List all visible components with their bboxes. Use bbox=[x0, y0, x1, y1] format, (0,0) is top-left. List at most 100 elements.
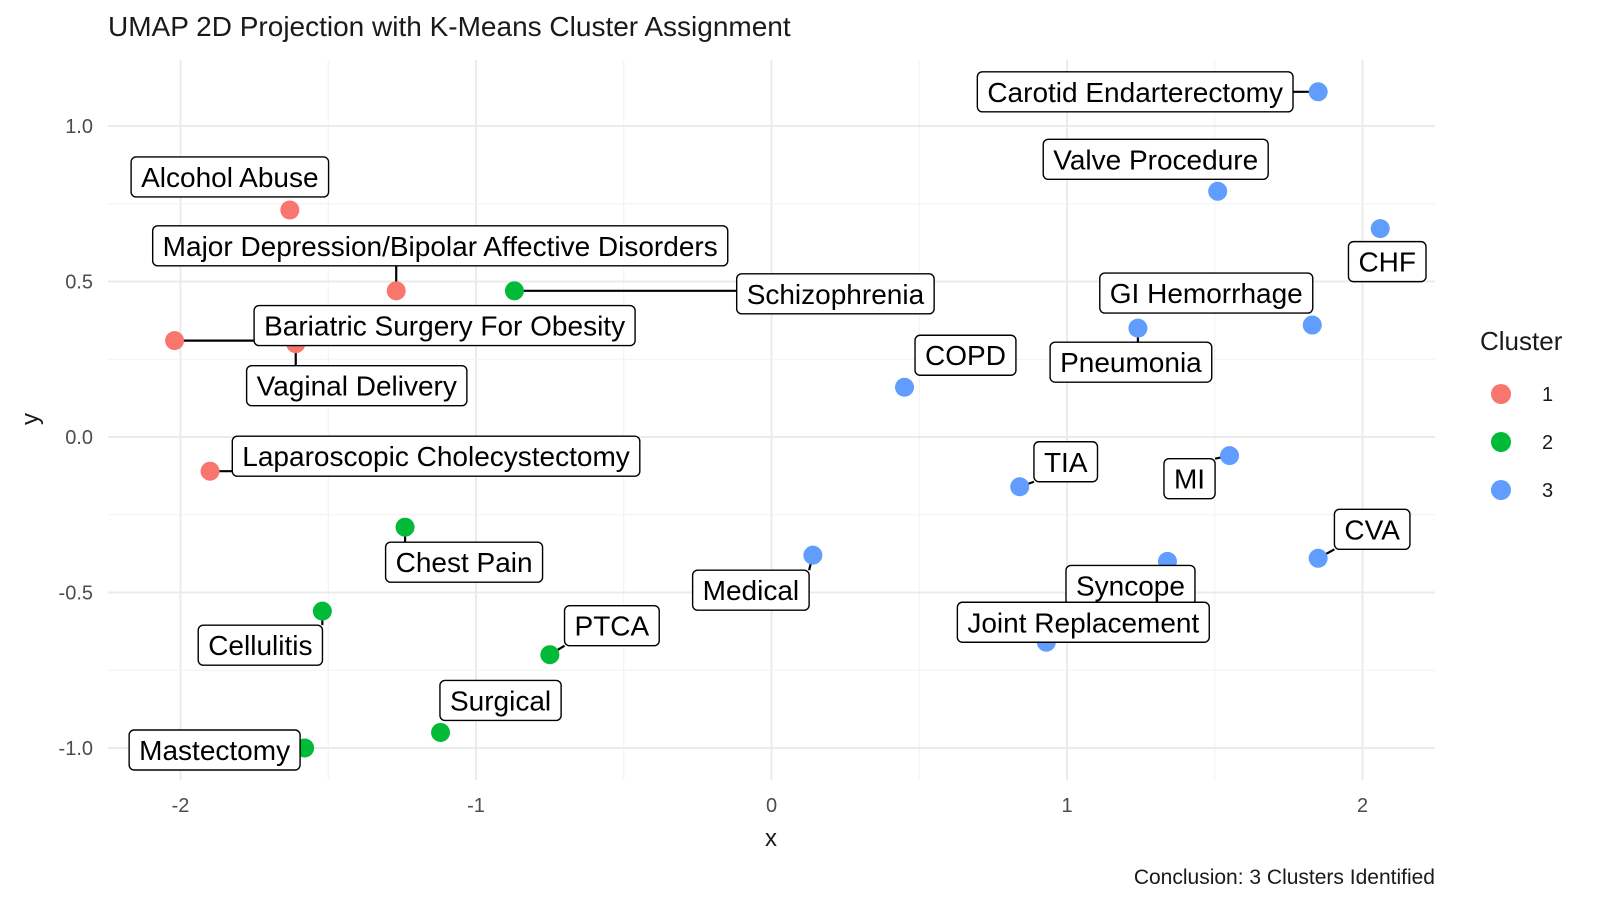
point-chf bbox=[1370, 219, 1390, 239]
point-bariatric-surgery-for-obesity bbox=[165, 331, 185, 351]
label-major-depression-bipolar-affective-disorders: Major Depression/Bipolar Affective Disor… bbox=[151, 225, 729, 267]
label-box bbox=[1333, 508, 1411, 550]
point-label-text: Schizophrenia bbox=[747, 279, 925, 310]
point-label-text: Cellulitis bbox=[208, 630, 312, 661]
x-tick-label: 2 bbox=[1357, 795, 1368, 817]
point-label-text: Valve Procedure bbox=[1053, 144, 1258, 175]
label-chest-pain: Chest Pain bbox=[384, 541, 544, 583]
label-box bbox=[384, 541, 544, 583]
label-surgical: Surgical bbox=[439, 679, 562, 722]
x-tick-label: -1 bbox=[467, 795, 485, 817]
label-box bbox=[130, 156, 330, 198]
label-mi: MI bbox=[1163, 457, 1216, 500]
x-tick-label: 0 bbox=[766, 795, 777, 817]
label-tia: TIA bbox=[1033, 441, 1099, 483]
label-laparoscopic-cholecystectomy: Laparoscopic Cholecystectomy bbox=[231, 435, 641, 477]
label-box bbox=[197, 624, 324, 666]
label-box bbox=[128, 729, 301, 771]
legend-label-2: 2 bbox=[1542, 432, 1553, 454]
label-vaginal-delivery: Vaginal Delivery bbox=[245, 365, 468, 407]
label-box bbox=[1049, 341, 1213, 383]
point-label-text: Syncope bbox=[1076, 570, 1185, 601]
point-pneumonia bbox=[1128, 318, 1148, 338]
label-mastectomy: Mastectomy bbox=[128, 729, 301, 771]
point-label-text: Bariatric Surgery For Obesity bbox=[264, 311, 625, 342]
point-label-text: TIA bbox=[1044, 447, 1088, 478]
label-schizophrenia: Schizophrenia bbox=[735, 273, 935, 315]
plot-grid bbox=[108, 60, 1435, 780]
point-label-text: MI bbox=[1174, 464, 1205, 495]
point-gi-hemorrhage bbox=[1302, 315, 1322, 335]
legend-title: Cluster bbox=[1480, 326, 1563, 356]
point-label-text: CVA bbox=[1344, 514, 1400, 545]
point-label-text: CHF bbox=[1358, 247, 1416, 278]
label-pneumonia: Pneumonia bbox=[1049, 341, 1213, 383]
label-box bbox=[1163, 457, 1216, 500]
legend-key-1 bbox=[1491, 384, 1511, 404]
label-box bbox=[976, 71, 1294, 113]
label-box bbox=[1033, 441, 1099, 483]
point-label-text: Vaginal Delivery bbox=[257, 371, 457, 402]
label-box bbox=[735, 273, 935, 315]
label-joint-replacement: Joint Replacement bbox=[956, 601, 1210, 643]
chart-title: UMAP 2D Projection with K-Means Cluster … bbox=[108, 11, 791, 42]
point-mi bbox=[1220, 446, 1240, 466]
point-major-depression-bipolar-affective-disorders bbox=[386, 281, 406, 301]
point-label-text: Medical bbox=[703, 575, 799, 606]
point-medical bbox=[803, 545, 823, 565]
label-box bbox=[231, 435, 641, 477]
legend-label-1: 1 bbox=[1542, 384, 1553, 406]
label-copd: COPD bbox=[914, 334, 1017, 376]
legend-key-3 bbox=[1491, 480, 1511, 500]
point-label-text: PTCA bbox=[575, 611, 650, 642]
label-box bbox=[563, 605, 660, 647]
label-gi-hemorrhage: GI Hemorrhage bbox=[1099, 272, 1314, 314]
label-box bbox=[691, 569, 810, 611]
point-label-text: Mastectomy bbox=[139, 735, 290, 766]
label-alcohol-abuse: Alcohol Abuse bbox=[130, 156, 330, 198]
label-box bbox=[1042, 138, 1269, 181]
label-box bbox=[1347, 240, 1427, 283]
label-box bbox=[914, 334, 1017, 376]
point-label-text: Major Depression/Bipolar Affective Disor… bbox=[163, 231, 718, 262]
label-box bbox=[1099, 272, 1314, 314]
point-label-text: Carotid Endarterectomy bbox=[987, 77, 1283, 108]
point-alcohol-abuse bbox=[280, 200, 300, 220]
label-medical: Medical bbox=[691, 569, 810, 611]
label-box bbox=[253, 304, 636, 347]
point-laparoscopic-cholecystectomy bbox=[200, 461, 220, 481]
x-tick-label: -2 bbox=[172, 795, 190, 817]
x-axis-title: x bbox=[765, 825, 777, 852]
y-tick-label: 0.0 bbox=[65, 427, 93, 449]
point-label-text: Surgical bbox=[450, 685, 551, 716]
point-surgical bbox=[431, 722, 451, 742]
y-tick-label: -0.5 bbox=[59, 583, 93, 605]
point-label-text: Pneumonia bbox=[1060, 347, 1202, 378]
y-tick-label: 1.0 bbox=[65, 116, 93, 138]
point-label-text: Laparoscopic Cholecystectomy bbox=[242, 441, 630, 472]
point-schizophrenia bbox=[504, 281, 524, 301]
label-box bbox=[439, 679, 562, 722]
y-axis-title: y bbox=[17, 413, 44, 425]
legend-label-3: 3 bbox=[1542, 480, 1553, 502]
label-box bbox=[151, 225, 729, 267]
label-chf: CHF bbox=[1347, 240, 1427, 283]
point-label-text: Alcohol Abuse bbox=[141, 162, 318, 193]
point-label-text: COPD bbox=[925, 340, 1006, 371]
x-tick-label: 1 bbox=[1061, 795, 1072, 817]
label-carotid-endarterectomy: Carotid Endarterectomy bbox=[976, 71, 1294, 113]
point-cellulitis bbox=[312, 601, 332, 621]
label-bariatric-surgery-for-obesity: Bariatric Surgery For Obesity bbox=[253, 304, 636, 347]
label-valve-procedure: Valve Procedure bbox=[1042, 138, 1269, 181]
point-valve-procedure bbox=[1208, 181, 1228, 201]
point-cva bbox=[1308, 548, 1328, 568]
label-cva: CVA bbox=[1333, 508, 1411, 550]
point-label-text: Joint Replacement bbox=[967, 607, 1199, 638]
x-axis-ticks: -2 -1 0 1 2 bbox=[172, 795, 1368, 817]
label-box bbox=[956, 601, 1210, 643]
y-axis-ticks: -1.0-0.50.00.51.0 bbox=[59, 116, 93, 760]
label-box bbox=[245, 365, 468, 407]
legend-key-2 bbox=[1491, 432, 1511, 452]
y-tick-label: -1.0 bbox=[59, 738, 93, 760]
